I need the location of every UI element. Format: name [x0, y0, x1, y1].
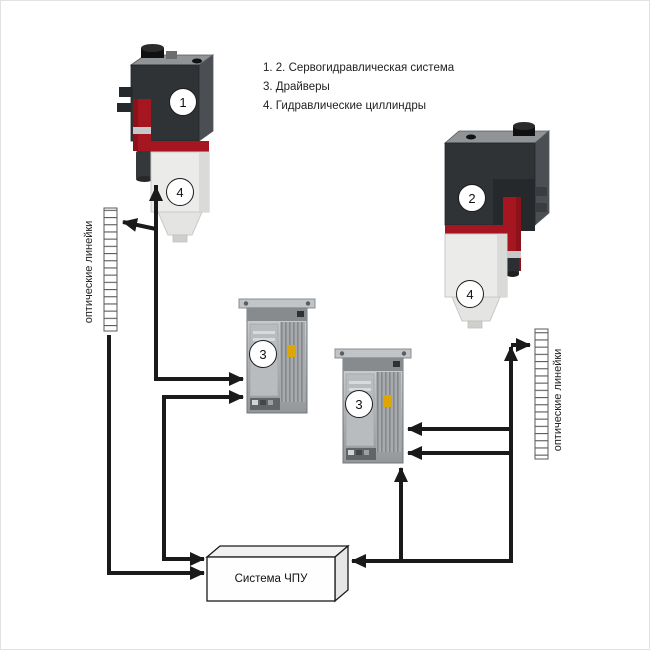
badge-cylinder-1: 4: [166, 178, 194, 206]
legend-line-3: 4. Гидравлические циллиндры: [263, 100, 427, 112]
hydraulic-cylinder-1: [150, 141, 210, 243]
connection-unit2-cnc: [355, 349, 513, 563]
connection-driver1-cnc: [162, 395, 243, 561]
right-ruler-label: оптические линейки: [552, 348, 564, 452]
right-optical-ruler: [534, 328, 549, 460]
driver2-heatsink-fins: [376, 372, 401, 452]
driver-1-illustration: [238, 298, 316, 414]
badge-cylinder-2: 4: [456, 280, 484, 308]
badge-servo-unit-2: 2: [458, 184, 486, 212]
driver1-heatsink-fins: [280, 322, 305, 402]
connection-left-ruler-branch: [122, 218, 157, 232]
connections: [107, 185, 531, 580]
badge-driver-1: 3: [249, 340, 277, 368]
badge-servo-unit-1: 1: [169, 88, 197, 116]
driver1-warning-label: [287, 345, 296, 357]
unit1-cap: [141, 48, 164, 58]
legend-line-2: 3. Драйверы: [263, 81, 330, 93]
driver2-warning-label: [383, 395, 392, 407]
cnc-box: [205, 544, 350, 603]
left-ruler-label: оптические линейки: [83, 220, 95, 324]
legend: 1. 2. Сервогидравлическая система 3. Дра…: [263, 59, 454, 116]
hydraulic-cylinder-2: [444, 225, 508, 329]
legend-line-1: 1. 2. Сервогидравлическая система: [263, 62, 455, 74]
left-optical-ruler: [103, 207, 118, 332]
badge-driver-2: 3: [345, 390, 373, 418]
cnc-label: Система ЧПУ: [234, 573, 308, 585]
servo-unit-1-illustration: [117, 44, 215, 243]
connection-unit1-driver1: [154, 185, 243, 381]
unit2-cap: [513, 126, 535, 136]
connection-left-ruler-cnc: [107, 335, 204, 575]
